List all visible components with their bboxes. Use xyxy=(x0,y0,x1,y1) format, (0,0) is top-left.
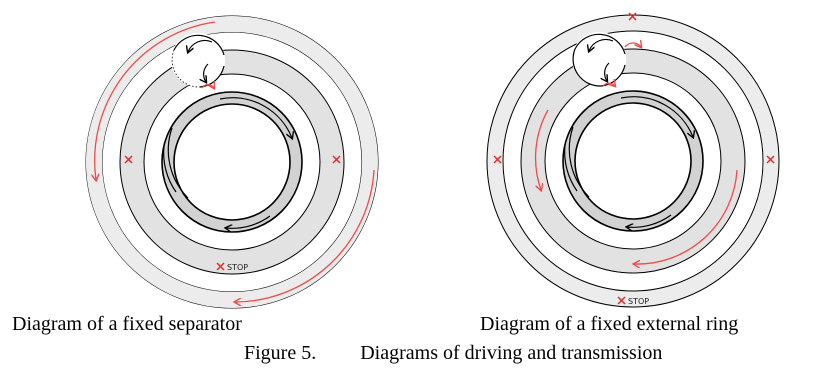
transmission-roller xyxy=(171,33,225,88)
separator-motion-arrow xyxy=(534,109,549,190)
outer-ring xyxy=(486,14,780,308)
diagram-fixed-external-ring: STOP xyxy=(486,12,780,308)
inner-ring-drive-arrow xyxy=(620,96,693,137)
diagram-fixed-separator: STOP xyxy=(85,15,379,309)
inner-ring xyxy=(161,91,303,233)
contact-motion-arrow xyxy=(602,83,615,86)
roller-rotation-arrow xyxy=(204,63,209,82)
diagram-caption-fixed-separator: Diagram of a fixed separator xyxy=(12,313,242,335)
inner-ring-drive-arrow xyxy=(564,144,578,192)
fixed-point-marker xyxy=(493,155,502,164)
roller-rotation-arrow xyxy=(605,62,610,81)
figure-number: Figure 5. xyxy=(244,342,317,364)
diagram-caption-fixed-external-ring: Diagram of a fixed external ring xyxy=(480,313,739,335)
separator-ring xyxy=(119,49,345,275)
outer-ring-motion-arrow xyxy=(235,169,375,302)
contact-motion-arrow xyxy=(624,43,641,47)
stop-label: STOP xyxy=(628,297,649,306)
roller-rotation-arrow xyxy=(589,38,614,51)
contact-motion-arrow xyxy=(201,85,214,88)
figure-title: Diagrams of driving and transmission xyxy=(360,342,663,364)
fixed-point-marker xyxy=(628,12,637,21)
outer-ring-motion-arrow xyxy=(95,21,216,180)
inner-ring-drive-arrow xyxy=(226,215,271,228)
inner-ring-drive-arrow xyxy=(568,126,590,198)
separator-ring xyxy=(520,48,746,274)
fixed-point-marker xyxy=(766,155,775,164)
figure-caption: Figure 5. Diagrams of driving and transmi… xyxy=(244,342,662,365)
inner-ring xyxy=(562,90,704,232)
inner-ring-drive-arrow xyxy=(219,97,292,138)
transmission-roller xyxy=(572,32,626,87)
inner-ring-drive-arrow xyxy=(167,127,189,199)
fixed-point-marker xyxy=(124,155,133,164)
inner-ring-drive-arrow xyxy=(627,214,672,227)
stop-marker: STOP xyxy=(617,296,649,306)
stop-marker: STOP xyxy=(216,262,248,272)
outer-ring xyxy=(85,15,379,309)
roller-rotation-arrow xyxy=(188,39,213,52)
separator-motion-arrow xyxy=(634,169,738,264)
inner-ring-drive-arrow xyxy=(163,145,177,193)
fixed-point-marker xyxy=(332,155,341,164)
stop-label: STOP xyxy=(227,263,248,272)
